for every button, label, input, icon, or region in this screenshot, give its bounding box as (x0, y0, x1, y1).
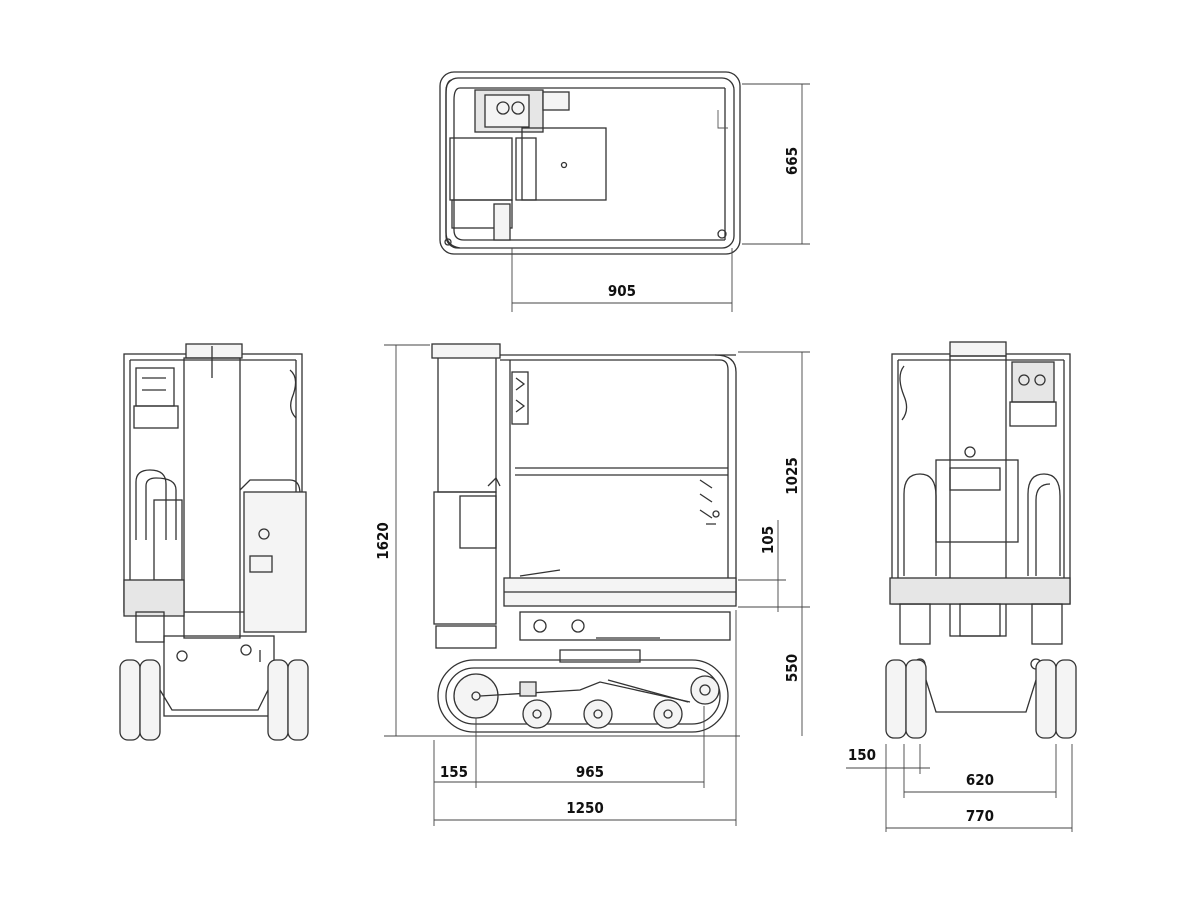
dim-platform-rail-height-label: 1025 (783, 457, 801, 495)
front-view (885, 341, 1077, 739)
front-view-dimensions: 150 620 770 (846, 744, 1073, 832)
top-view-dimensions: 665 905 (511, 83, 810, 312)
dim-wheel-offset-label: 150 (848, 746, 876, 764)
rear-view (119, 343, 309, 741)
dim-top-length-label: 905 (608, 282, 636, 300)
dim-overall-length-label: 1250 (566, 799, 604, 817)
top-view (439, 71, 741, 255)
dim-track-width-label: 620 (966, 771, 994, 789)
side-view-dimensions: 1620 1025 550 105 155 965 1250 (374, 344, 810, 826)
dim-overall-width-label: 770 (966, 807, 994, 825)
dim-top-depth-label: 665 (783, 147, 801, 175)
dim-front-overhang-label: 155 (440, 763, 468, 781)
dim-platform-height-label: 550 (783, 654, 801, 682)
side-view (431, 343, 737, 733)
dim-toe-board-label: 105 (759, 526, 777, 554)
dim-total-height-label: 1620 (374, 522, 392, 560)
dim-track-length-label: 965 (576, 763, 604, 781)
